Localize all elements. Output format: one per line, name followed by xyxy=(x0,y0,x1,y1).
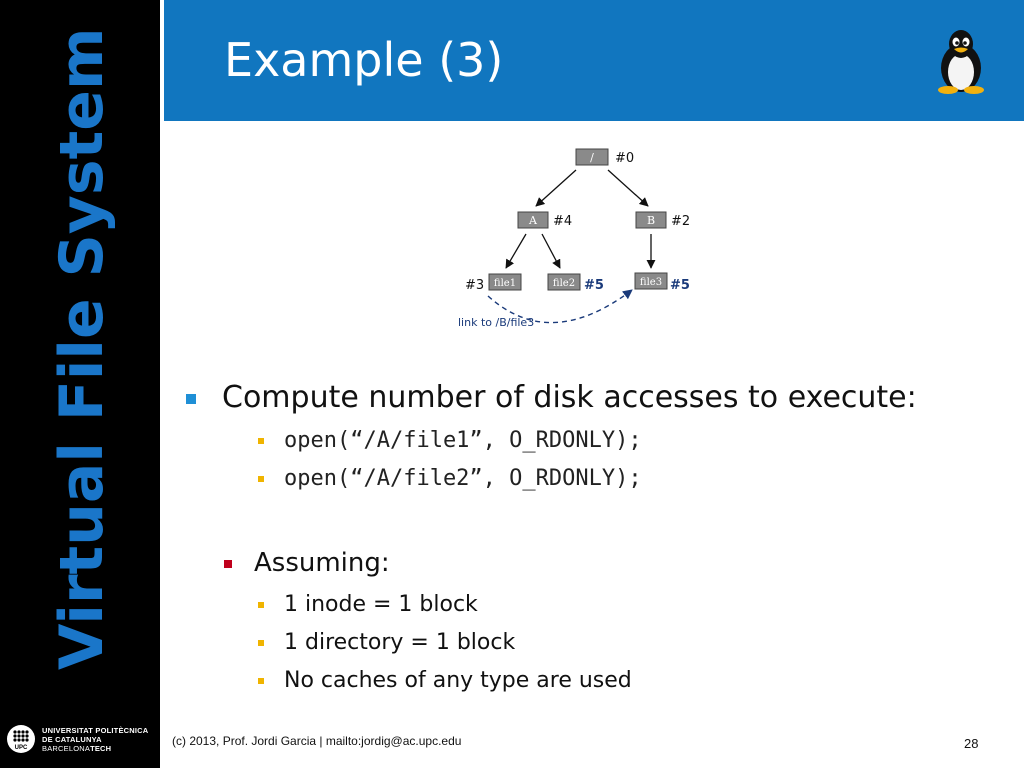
tux-penguin-icon xyxy=(938,30,984,94)
node-b: B #2 xyxy=(635,211,690,229)
bullet-small-square-icon xyxy=(258,438,264,444)
upc-logo-icon: UPC xyxy=(7,725,35,753)
bullet-small-square-icon xyxy=(258,640,264,646)
assume-bullet-text: Assuming: xyxy=(254,548,390,578)
bullet-square-icon xyxy=(186,394,196,404)
slide-title: Example (3) xyxy=(224,33,504,87)
node-root-label: / xyxy=(590,151,594,164)
code-line-1: open(“/A/file1”, O_RDONLY); xyxy=(284,428,642,453)
assume-item-1-text: 1 inode = 1 block xyxy=(284,592,478,617)
header: Example (3) xyxy=(164,0,1024,121)
logo-line-1: UNIVERSITAT POLITÈCNICA xyxy=(42,726,149,735)
logo-mark-text: UPC xyxy=(15,745,28,751)
node-file2-inode: #5 xyxy=(584,278,604,293)
node-a: A #4 xyxy=(517,211,572,229)
node-file1: file1 #3 xyxy=(465,273,522,293)
assume-item-2-text: 1 directory = 1 block xyxy=(284,630,516,655)
logo-line-3a: BARCELONA xyxy=(42,744,91,753)
assume-item-3-text: No caches of any type are used xyxy=(284,668,632,693)
footer-text: (c) 2013, Prof. Jordi Garcia | mailto:jo… xyxy=(172,734,462,748)
bullet-small-square-icon xyxy=(258,678,264,684)
node-root: / #0 xyxy=(575,148,634,166)
node-file3: file3 #5 xyxy=(634,272,690,293)
node-file1-inode: #3 xyxy=(465,278,484,293)
link-arrow xyxy=(487,289,633,324)
edge-root-a xyxy=(535,169,577,207)
logo-line-2: DE CATALUNYA xyxy=(42,735,102,744)
node-file2: file2 #5 xyxy=(547,273,604,293)
upc-logo: UPC UNIVERSITAT POLITÈCNICA DE CATALUNYA… xyxy=(6,724,156,758)
node-file1-label: file1 xyxy=(494,278,516,289)
sidebar: Virtual File System UPC UNIVERSITAT POLI… xyxy=(0,0,160,768)
node-a-label: A xyxy=(528,214,538,227)
node-b-label: B xyxy=(647,214,655,227)
page-number: 28 xyxy=(964,736,979,751)
edge-root-b xyxy=(607,169,649,207)
code-line-2: open(“/A/file2”, O_RDONLY); xyxy=(284,466,642,491)
bullet-red-square-icon xyxy=(224,560,232,568)
node-file3-inode: #5 xyxy=(670,278,690,293)
sidebar-title: Virtual File System xyxy=(47,27,117,670)
node-file2-label: file2 xyxy=(553,278,575,289)
edge-a-file1 xyxy=(505,233,527,269)
node-root-inode: #0 xyxy=(615,151,634,166)
edge-a-file2 xyxy=(541,233,561,269)
logo-line-3b: TECH xyxy=(90,744,112,753)
node-file3-label: file3 xyxy=(640,277,662,288)
logo-line-3: BARCELONATECH xyxy=(42,744,148,753)
logo-text: UNIVERSITAT POLITÈCNICA DE CATALUNYA BAR… xyxy=(42,726,148,753)
main-bullet-text: Compute number of disk accesses to execu… xyxy=(222,380,917,415)
node-a-inode: #4 xyxy=(553,214,572,229)
bullet-small-square-icon xyxy=(258,602,264,608)
node-b-inode: #2 xyxy=(671,214,690,229)
bullet-small-square-icon xyxy=(258,476,264,482)
directory-tree-diagram: / #0 A #4 B #2 file1 #3 file2 #5 file3 #… xyxy=(458,148,690,329)
link-label: link to /B/file3 xyxy=(458,316,534,329)
